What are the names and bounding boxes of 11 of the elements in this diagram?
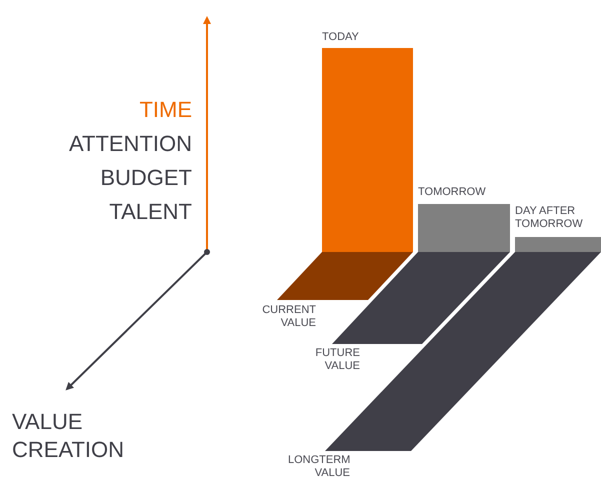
bar-label: CURRENT VALUE [261,304,316,330]
axis-label: BUDGET [100,165,192,190]
bar-label: FUTURE VALUE [314,347,360,373]
bar-label: TOMORROW [418,186,487,199]
bar-label: TODAY [322,31,360,44]
axis-label: ATTENTION [68,131,192,156]
axis-label: TIME [139,97,192,122]
axis-label: VALUE CREATION [12,409,124,462]
bar-label: DAY AFTER TOMORROW [515,205,584,231]
axis-label: TALENT [109,199,192,224]
bar-label: LONGTERM VALUE [288,454,350,480]
